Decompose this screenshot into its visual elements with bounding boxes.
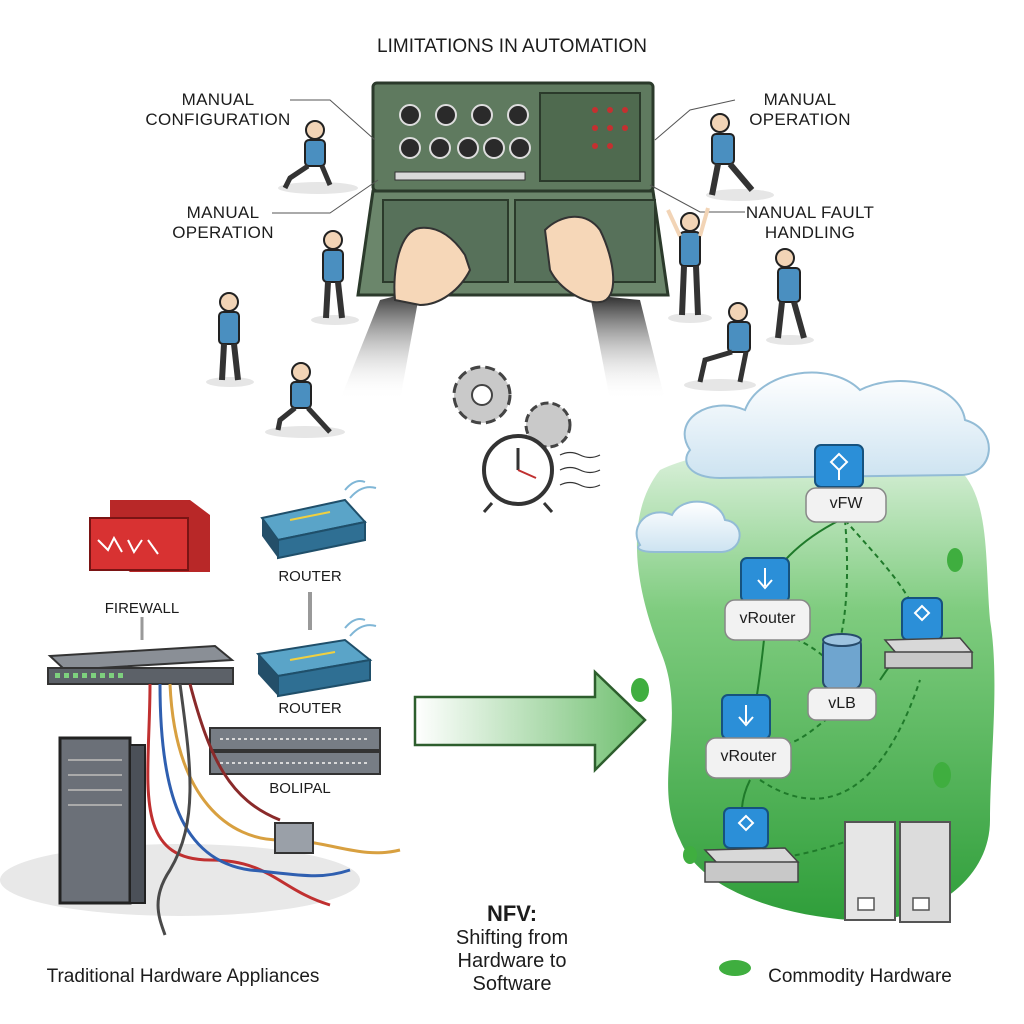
operator-kneeling-config [278,120,358,194]
nfv-transition-text: NFV: Shifting from Hardware to Software [432,901,592,996]
commodity-tower-servers [844,821,951,923]
operator-running-right [706,113,774,201]
callout-lines [272,99,745,214]
vnf-vrouter-2 [705,694,792,779]
callout-line-2: HANDLING [764,223,856,243]
router-device-1 [260,480,377,560]
vnf-vrouter-1 [724,557,811,641]
label-router-1: ROUTER [278,568,342,585]
label-firewall: FIREWALL [104,600,180,617]
label-router-2: ROUTER [278,700,342,717]
operator-standing-right [766,248,814,345]
label-vlb: vLB [828,695,856,712]
label-bolipal: BOLIPAL [269,780,331,797]
gears-and-clock [452,365,601,513]
nfv-line-1: Shifting from [455,926,569,949]
label-vrouter-2: vRouter [720,748,777,765]
nfv-heading: NFV: [486,901,538,926]
power-plug [274,822,314,854]
label-vrouter-1: vRouter [739,610,796,627]
server-tower [0,736,360,916]
nfv-line-3: Software [472,972,552,995]
callout-line-2: CONFIGURATION [145,110,291,130]
nfv-line-2: Hardware to [457,949,567,972]
operators [206,113,814,438]
switch-device [47,644,235,685]
router-device-2 [256,618,377,698]
callout-line-1: MANUAL [186,203,260,222]
caption-traditional-hardware: Traditional Hardware Appliances [46,966,320,987]
callout-manual-operation-right: MANUAL OPERATION [735,90,865,130]
commodity-server-2 [703,807,800,883]
callout-line-2: OPERATION [172,223,274,243]
callout-manual-fault-handling: NANUAL FAULT HANDLING [735,203,885,243]
callout-manual-operation-left: MANUAL OPERATION [158,203,288,243]
operator-standing-left-2 [206,292,254,387]
label-vfw: vFW [829,495,863,512]
callout-line-1: NANUAL FAULT [745,203,875,222]
operator-kneeling-left [265,362,345,438]
operator-kneeling-right [684,302,756,391]
callout-manual-configuration: MANUAL CONFIGURATION [138,90,298,130]
firewall-device [89,500,210,572]
cables [146,683,401,936]
commodity-server-1 [883,597,974,669]
operator-standing-left-1 [311,230,359,325]
rack-units [209,727,381,775]
console-knobs [399,104,531,159]
callout-line-1: MANUAL [763,90,837,109]
vnf-vlb [807,633,877,721]
operator-arms [340,215,665,400]
console-lights [592,107,628,149]
transition-arrow [413,669,647,774]
callout-line-1: MANUAL [181,90,255,109]
cloud-environment [631,371,995,976]
operator-arms-up [666,207,712,323]
diagram-title: LIMITATIONS IN AUTOMATION [377,36,647,57]
callout-line-2: OPERATION [749,110,851,130]
caption-commodity-hardware: Commodity Hardware [768,966,952,987]
vnf-vfw [805,444,887,523]
